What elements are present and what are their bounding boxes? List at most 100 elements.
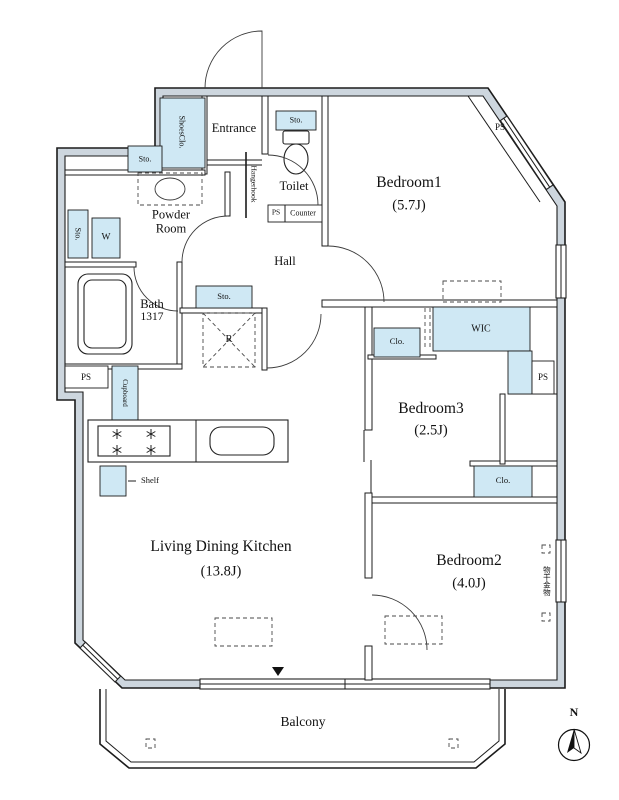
- laundry-bracket-label: 物干金物: [542, 566, 552, 596]
- sto-hall-label: Sto.: [217, 291, 231, 302]
- wic-box: [432, 306, 531, 352]
- compass-icon: [557, 728, 591, 762]
- toilet-bowl-icon: [283, 143, 309, 175]
- windows: [79, 115, 567, 690]
- wall-ldk-divider-upper: [364, 306, 373, 431]
- room-label-balcony: Balcony: [280, 714, 326, 730]
- sto-toilet-label: Sto.: [289, 115, 303, 125]
- laundry-bracket-mark: [541, 544, 551, 554]
- shoes-closet-label: ShoesClo.: [177, 115, 187, 149]
- room-label-toilet: Toilet: [279, 178, 309, 193]
- shelf-label: Shelf: [141, 475, 159, 486]
- room-label-hall: Hall: [274, 253, 296, 268]
- toilet-tank-icon: [282, 130, 310, 145]
- sto-entrance-label: Sto.: [138, 154, 152, 164]
- floor-area: [64, 95, 558, 681]
- bedroom1-door-arc: [327, 245, 385, 303]
- cupboard-label: Cupboard: [121, 379, 130, 407]
- sto-powder-box: [67, 209, 89, 259]
- stove-burner-icon: [112, 429, 122, 439]
- fixtures: [77, 130, 310, 463]
- wall-bath-top: [64, 261, 137, 268]
- ps-bedroom3-box: [531, 360, 555, 395]
- washbasin-icon: [154, 177, 186, 201]
- balcony-structure: [99, 667, 506, 769]
- balcony-rail-outer: [99, 689, 506, 769]
- vanity-counter-icon: [137, 172, 203, 206]
- shelf-box: [99, 465, 127, 497]
- room-label-bedroom1: Bedroom1: [376, 174, 442, 192]
- shoes-closet-box: [159, 97, 206, 169]
- ps-bath-label: PS: [80, 371, 92, 382]
- sto-hall-box: [195, 285, 253, 309]
- doors: [133, 30, 428, 651]
- room-area-bedroom1: (5.7J): [392, 197, 426, 214]
- washer-label: W: [101, 232, 111, 243]
- room-label-ldk: Living Dining Kitchen: [150, 538, 292, 556]
- pipe-shafts: [64, 360, 555, 395]
- ps-bedroom3-label: PS: [537, 371, 549, 382]
- wall-bedroom2-bedroom3: [371, 496, 558, 504]
- refrigerator-label: R: [225, 333, 233, 345]
- toilet-door-arc: [267, 154, 319, 206]
- room-label-bedroom2: Bedroom2: [436, 552, 502, 570]
- counter-strip: [267, 204, 323, 223]
- balcony-rail-inner: [105, 689, 500, 763]
- powder-room-line1: Powder: [151, 207, 191, 222]
- ps-toilet-label: PS: [271, 207, 281, 217]
- entrance-door-arc: [204, 30, 263, 89]
- wic-label: WIC: [471, 323, 491, 335]
- room-area-ldk: (13.8J): [200, 563, 242, 580]
- closet-bedroom3-box: [373, 327, 421, 358]
- dashed-area-bedroom2: [384, 615, 443, 645]
- powder-door-arc: [181, 215, 229, 263]
- bedroom1-chamfer-wall-line: [467, 95, 541, 203]
- room-label-entrance: Entrance: [211, 120, 257, 135]
- balcony-drain-mark: [448, 738, 459, 749]
- room-label-powder-room: Powder Room: [152, 208, 190, 237]
- dashed-annotations: [214, 280, 551, 647]
- compass-north-label: N: [569, 705, 579, 720]
- room-area-bedroom2: (4.0J): [452, 575, 486, 592]
- storage-boxes: [67, 97, 533, 498]
- compass-needle-dark: [567, 729, 574, 753]
- sto-entrance-box: [127, 145, 163, 173]
- wall-bedroom3-right: [499, 393, 506, 465]
- wall-bedroom1-bottom: [321, 299, 558, 308]
- wall-closet-bedroom2-top: [469, 460, 558, 467]
- window-ldk-corner-mullion: [82, 644, 119, 680]
- bath-door-arc: [133, 266, 179, 312]
- entry-direction-marker: [272, 667, 284, 676]
- outer-walls: [56, 87, 566, 689]
- counter-label: Counter: [290, 208, 316, 218]
- refrigerator-space: [202, 312, 256, 368]
- blue-strip-bedroom3: [507, 350, 533, 395]
- ldk-door-arc: [266, 313, 322, 369]
- sink-icon: [209, 426, 275, 456]
- room-label-bedroom3: Bedroom3: [398, 400, 464, 418]
- balcony-drain-mark: [145, 738, 156, 749]
- sto-toilet-box: [275, 110, 317, 131]
- stove-burner-icon: [146, 429, 156, 439]
- wall-toilet-left: [261, 95, 269, 155]
- stove-burner-icon: [146, 445, 156, 455]
- wall-ldk-divider-lower: [364, 645, 373, 681]
- closet-bedroom2-label: Clo.: [495, 475, 511, 486]
- washer-box: [91, 217, 121, 259]
- dashed-area-bedroom1: [442, 280, 502, 303]
- wall-powder-right: [224, 171, 231, 217]
- room-area-bedroom3: (2.5J): [414, 422, 448, 439]
- wall-kitchen-right: [261, 307, 268, 371]
- powder-room-line2: Room: [155, 222, 187, 236]
- wall-bath-right: [176, 261, 183, 370]
- window-bedroom1-chamfer-mullion: [503, 117, 551, 188]
- sto-powder-label: Sto.: [73, 227, 83, 241]
- closet-bedroom2-box: [473, 465, 533, 498]
- bathtub-inner-icon: [83, 279, 127, 349]
- ps-bath-box: [64, 365, 109, 389]
- wall-bedroom1-left: [321, 95, 329, 247]
- compass-needle-light: [573, 728, 582, 755]
- laundry-bracket-mark: [541, 612, 551, 622]
